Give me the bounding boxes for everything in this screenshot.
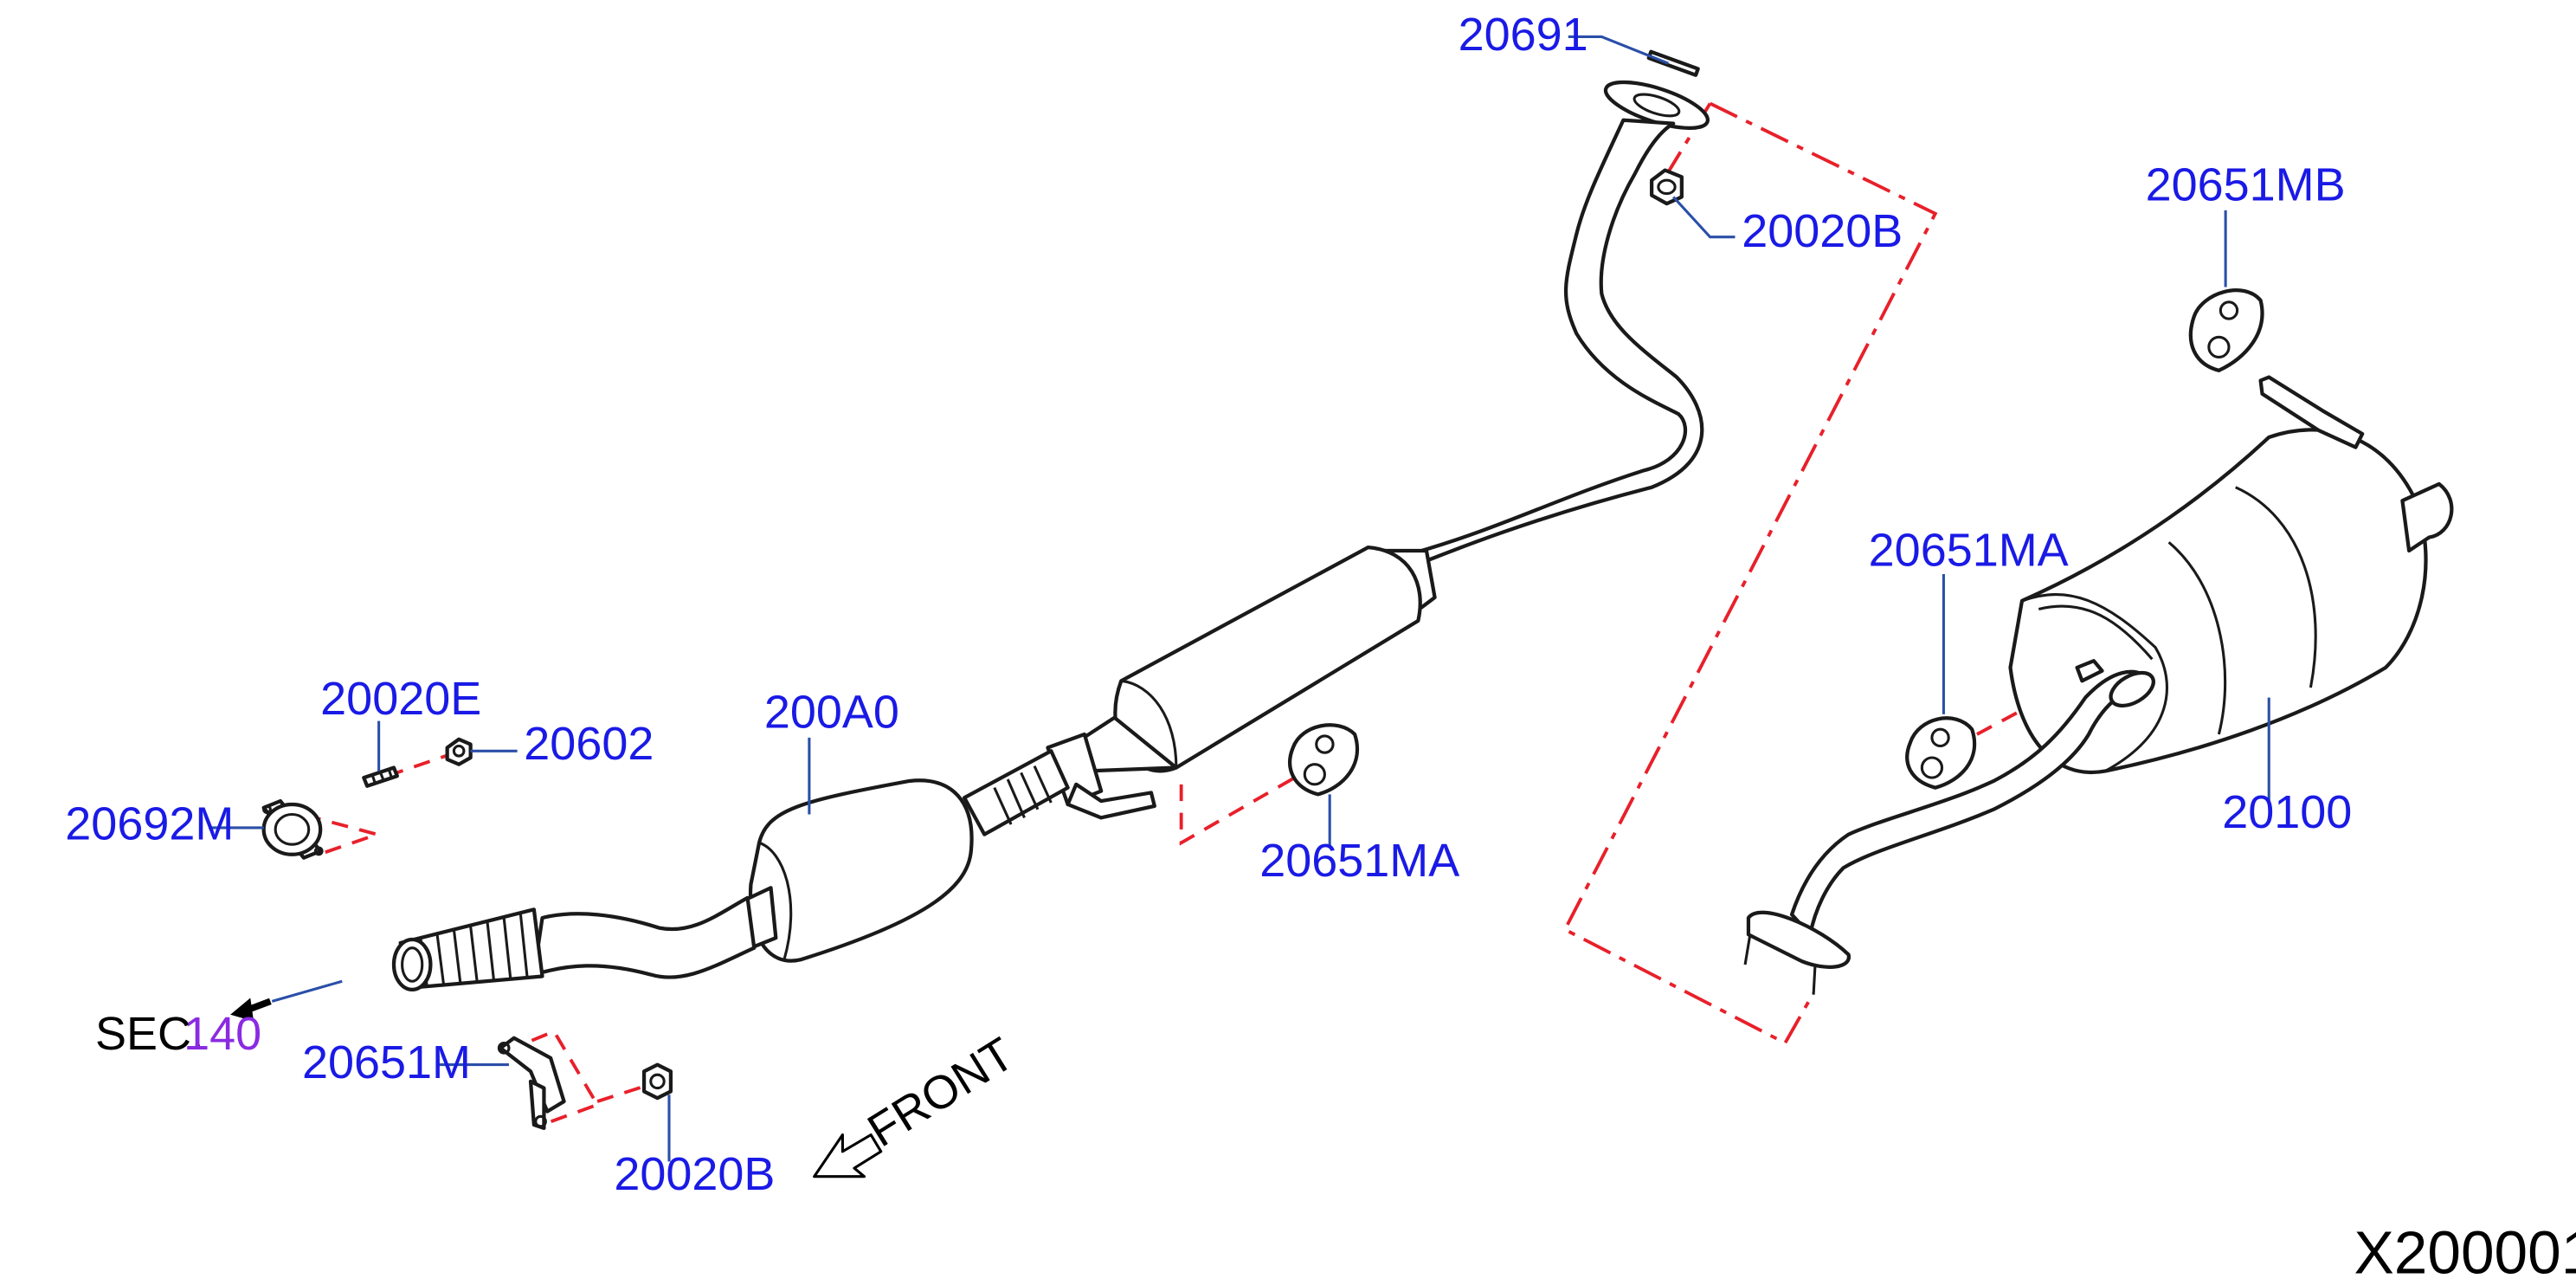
gasket-20692M[interactable] xyxy=(261,798,324,860)
callout-20020B-bottom[interactable]: 20020B xyxy=(614,1148,775,1200)
catalytic-converter-200A0[interactable] xyxy=(740,778,974,963)
callout-20020E[interactable]: 20020E xyxy=(320,673,481,725)
center-muffler[interactable] xyxy=(1046,546,1437,820)
flange-nut-20020B-bottom[interactable] xyxy=(641,1062,673,1101)
front-label: FRONT xyxy=(859,1028,1022,1157)
bracket-20651M[interactable] xyxy=(497,1036,566,1130)
callout-20651MB[interactable]: 20651MB xyxy=(2146,158,2346,210)
linkage-bracket-nut xyxy=(596,1082,650,1103)
callout-20602[interactable]: 20602 xyxy=(524,718,654,770)
hanger-20651MB[interactable] xyxy=(2188,288,2264,372)
gasket-20691[interactable] xyxy=(1646,49,1700,77)
hanger-20651MA-right[interactable] xyxy=(1905,716,1977,790)
callout-20691[interactable]: 20691 xyxy=(1459,9,1588,61)
callout-200A0[interactable]: 200A0 xyxy=(764,686,899,738)
callout-20651MA-right[interactable]: 20651MA xyxy=(1869,524,2069,576)
front-pipe-assembly[interactable] xyxy=(1407,73,1713,570)
callout-20020B-top[interactable]: 20020B xyxy=(1742,205,1903,257)
inlet-pipe[interactable] xyxy=(391,895,757,991)
hanger-20651MA-center[interactable] xyxy=(1288,723,1360,797)
nut-20602[interactable] xyxy=(445,737,473,766)
section-prefix: SEC. xyxy=(95,1008,204,1060)
callout-20100[interactable]: 20100 xyxy=(2222,786,2352,838)
diagram-code: X200001R xyxy=(2354,1219,2576,1285)
linkage-outline-rear xyxy=(1562,101,1938,1046)
callout-20692M[interactable]: 20692M xyxy=(65,797,234,849)
front-arrow-icon xyxy=(813,1133,883,1178)
leader-20691 xyxy=(1568,35,1669,65)
section-arrow-icon xyxy=(230,998,272,1022)
leader-20020B-top xyxy=(1672,196,1736,239)
tail-pipe-rear[interactable] xyxy=(1743,666,2159,995)
section-link-140[interactable]: 140 xyxy=(184,1008,261,1060)
leader-section-arrow xyxy=(271,979,343,1003)
flange-nut-20020B-top[interactable] xyxy=(1650,168,1684,206)
callout-20651M[interactable]: 20651M xyxy=(302,1036,471,1088)
stud-20020E[interactable] xyxy=(362,765,399,788)
linkage-bracket xyxy=(505,1029,600,1128)
linkage-mount-20651MA xyxy=(1179,776,1296,846)
flex-pipe[interactable] xyxy=(962,749,1070,836)
linkage-stud-to-nut xyxy=(386,752,452,778)
callout-20651MA-center[interactable]: 20651MA xyxy=(1259,835,1459,887)
